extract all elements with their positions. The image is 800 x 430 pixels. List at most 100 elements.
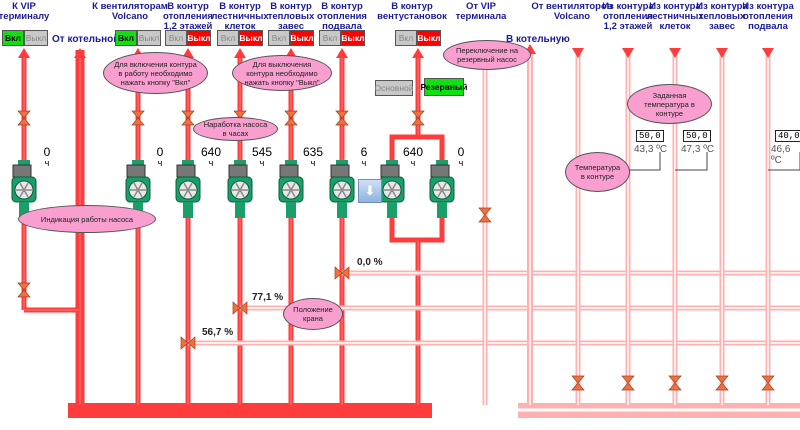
pump-hours-value: 6 [360, 145, 368, 159]
off-button[interactable]: Выкл [417, 30, 441, 46]
flow-arrow-up-icon [412, 48, 424, 58]
valve-icon [131, 110, 145, 126]
impeller-blade [187, 189, 193, 198]
valve-position-stairs: 77,1 % [252, 292, 284, 303]
flow-arrow-down-icon [762, 48, 774, 58]
pump-motor-top [18, 160, 30, 165]
impeller-blade [239, 189, 245, 198]
flow-arrow-up-icon [74, 48, 86, 58]
setpoint-floors[interactable]: 50,0 [636, 130, 664, 142]
pump-outlet-icon [19, 202, 29, 218]
main-pump-button[interactable]: Основной [375, 80, 413, 96]
valve-icon [17, 110, 31, 126]
callout-setpoint: Заданная температура в контуре [627, 84, 712, 124]
pump-motor-top [436, 160, 448, 165]
pump-hours-unit: ч [361, 158, 367, 168]
flow-arrow-down-icon [572, 48, 584, 58]
pump-motor-icon [126, 164, 146, 178]
pump-outlet-icon [183, 202, 193, 218]
valve-icon [334, 266, 350, 280]
impeller-blade [19, 182, 25, 191]
impeller-blade [187, 182, 193, 191]
setpoint-basement[interactable]: 40,0 [775, 130, 800, 142]
off-button[interactable]: Выкл [341, 30, 365, 46]
pump-hours-unit: ч [458, 158, 464, 168]
callout-reserve-switch: Переключение на резервный насос [443, 40, 531, 70]
valve-icon [180, 336, 196, 350]
valve-icon [181, 110, 195, 126]
pump-hours-unit: ч [208, 158, 214, 168]
impeller-blade [137, 189, 143, 198]
flow-arrow-down-icon [669, 48, 681, 58]
valve-icon [621, 375, 635, 391]
on-button[interactable]: Вкл [165, 30, 187, 46]
valve-position-basement: 0,0 % [357, 257, 383, 268]
pump-hours-value: 0 [457, 145, 465, 159]
pump-hours-value: 545 [251, 145, 273, 159]
off-button[interactable]: Выкл [24, 30, 48, 46]
on-button[interactable]: Вкл [319, 30, 341, 46]
pump-motor-icon [176, 164, 196, 178]
valve-icon [335, 110, 349, 126]
impeller-blade [290, 182, 296, 191]
impeller-blade [391, 189, 397, 198]
on-button[interactable]: Вкл [395, 30, 417, 46]
pump-hours-value: 0 [156, 145, 164, 159]
setpoint-stairs[interactable]: 50,0 [683, 130, 711, 142]
flow-arrow-up-icon [336, 48, 348, 58]
temp-floors: 43,3 ºC [634, 144, 668, 155]
off-button[interactable]: Выкл [239, 30, 263, 46]
off-button[interactable]: Выкл [137, 30, 161, 46]
header-volcano: К вентиляторам Volcano [92, 1, 168, 22]
impeller-blade [133, 189, 139, 198]
impeller-blade [437, 189, 443, 198]
valve-position-floors: 56,7 % [202, 327, 234, 338]
callout-temperature: Температура в контуре [565, 152, 630, 192]
on-button[interactable]: Вкл [2, 30, 24, 46]
from-boiler-label: От котельной [52, 34, 120, 45]
impeller-blade [23, 189, 29, 198]
off-button[interactable]: Выкл [187, 30, 211, 46]
impeller-blade [183, 189, 189, 198]
impeller-blade [137, 182, 143, 191]
on-button[interactable]: Вкл [217, 30, 239, 46]
impeller-blade [286, 189, 292, 198]
valve-icon [571, 375, 585, 391]
impeller-blade [286, 182, 292, 191]
on-button[interactable]: Вкл [268, 30, 290, 46]
impeller-blade [337, 182, 343, 191]
pump-hours-value: 640 [200, 145, 222, 159]
switch-pump-down-arrow-icon[interactable]: ⬇ [358, 179, 382, 203]
sensor-line [768, 152, 800, 171]
header-ventilation: В контур вентустановок [377, 1, 447, 22]
pump-hours-value: 640 [402, 145, 424, 159]
valve-icon [715, 375, 729, 391]
pump-motor-icon [380, 164, 400, 178]
impeller-blade [133, 182, 139, 191]
flow-arrow-down-icon [716, 48, 728, 58]
impeller-blade [239, 182, 245, 191]
reserve-pump-button[interactable]: Резервный [420, 78, 468, 96]
valve-icon [232, 301, 248, 315]
pump-motor-icon [279, 164, 299, 178]
pump-outlet-icon [337, 202, 347, 218]
pump-outlet-icon [387, 202, 397, 218]
pump-hours-unit: ч [410, 158, 416, 168]
pump-motor-icon [330, 164, 350, 178]
impeller-blade [235, 182, 241, 191]
impeller-blade [337, 189, 343, 198]
callout-hours: Наработка насоса в часах [193, 117, 278, 141]
pump-motor-top [336, 160, 348, 165]
on-button[interactable]: Вкл [115, 30, 137, 46]
sensor-line [675, 152, 708, 171]
off-button[interactable]: Выкл [290, 30, 314, 46]
pump-hours-value: 0 [43, 145, 51, 159]
pump-motor-top [132, 160, 144, 165]
